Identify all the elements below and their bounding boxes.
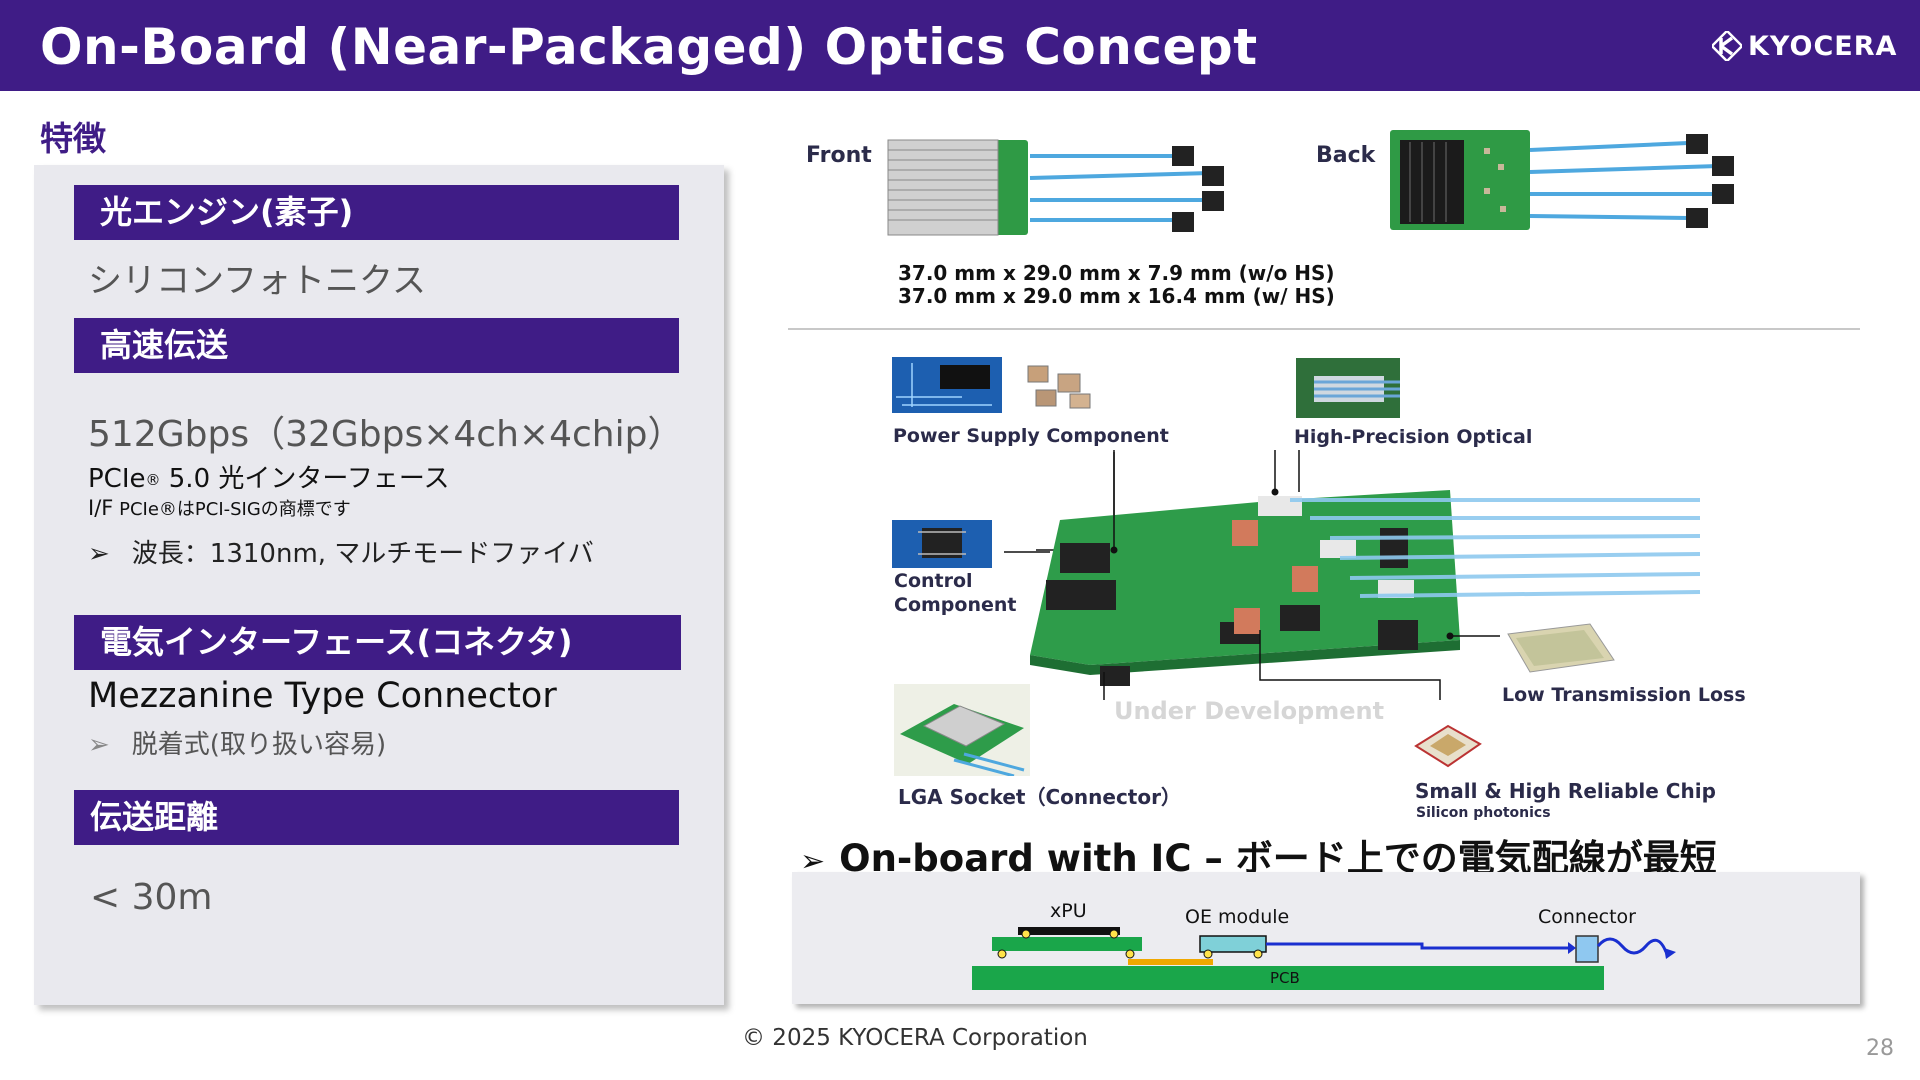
power-leader-line	[1113, 452, 1115, 548]
xpu-label: xPU	[1050, 900, 1087, 922]
power-supply-label: Power Supply Component	[893, 425, 1169, 447]
chip-label: Small & High Reliable Chip	[1415, 779, 1716, 803]
dimension-without-hs: 37.0 mm x 29.0 mm x 7.9 mm (w/o HS)	[898, 261, 1335, 285]
chip-image	[1414, 724, 1482, 768]
low-loss-label: Low Transmission Loss	[1502, 684, 1746, 706]
lga-label: LGA Socket（Connector）	[898, 785, 1181, 809]
page-title: On-Board (Near-Packaged) Optics Concept	[40, 18, 1258, 76]
category-distance: 伝送距離	[74, 790, 679, 845]
pcie-note-line: I/F PCIe®はPCI-SIGの商標です	[88, 495, 351, 521]
wiring-diagram: xPU OE module Connector PCB	[792, 872, 1860, 1004]
oe-module-label: OE module	[1185, 906, 1290, 928]
section-label: 特徴	[40, 119, 106, 158]
category-high-speed: 高速伝送	[74, 318, 679, 373]
bullet-arrow: ➢	[88, 539, 110, 569]
registered-mark: ®	[145, 471, 161, 489]
capacitor-image	[1027, 365, 1091, 409]
lga-socket-image	[894, 684, 1030, 776]
back-label: Back	[1316, 143, 1376, 168]
pcb-label: PCB	[1270, 969, 1300, 987]
board-illustration	[1004, 450, 1701, 700]
module-front-image	[887, 139, 1224, 236]
connector-sub-line: ➢ 脱着式(取り扱い容易)	[88, 724, 386, 761]
wavelength-line: ➢ 波長：1310nm, マルチモードファイバ	[88, 533, 594, 570]
features-panel: 光エンジン(素子) シリコンフォトニクス 高速伝送 512Gbps（32Gbps…	[34, 165, 724, 1005]
company-logo: KYOCERA	[1712, 28, 1897, 64]
pcie-prefix: PCIe	[88, 464, 146, 494]
header-bar: On-Board (Near-Packaged) Optics Concept …	[0, 0, 1920, 91]
control-component-image	[892, 520, 992, 568]
connector-sub: 脱着式(取り扱い容易)	[131, 730, 387, 760]
category-optical-engine: 光エンジン(素子)	[74, 185, 679, 240]
distance-value: < 30m	[90, 877, 213, 918]
divider	[788, 328, 1860, 330]
pcie-note: PCIe®はPCI-SIGの商標です	[119, 499, 351, 520]
logo-text: KYOCERA	[1748, 30, 1898, 62]
optical-image	[1296, 358, 1400, 418]
pcie-line: PCIe® 5.0 光インターフェース	[88, 458, 450, 495]
connector-label: Connector	[1538, 906, 1636, 928]
dimension-with-hs: 37.0 mm x 29.0 mm x 16.4 mm (w/ HS)	[898, 284, 1335, 308]
wavelength: 波長：1310nm, マルチモードファイバ	[131, 539, 594, 569]
copyright: © 2025 KYOCERA Corporation	[742, 1025, 1088, 1051]
kyocera-logo-icon	[1712, 31, 1742, 61]
low-loss-image	[1507, 623, 1615, 673]
speed-value: 512Gbps（32Gbps×4ch×4chip）	[88, 414, 684, 455]
optical-leader-line	[1298, 450, 1300, 492]
bullet-arrow: ➢	[88, 730, 110, 760]
pcie-rest: 5.0 光インターフェース	[160, 464, 450, 494]
category-electrical-interface: 電気インターフェース(コネクタ)	[74, 615, 681, 670]
front-label: Front	[806, 143, 872, 168]
optical-engine-value: シリコンフォトニクス	[88, 261, 426, 301]
control-label-1: Control	[894, 570, 973, 592]
power-supply-image	[892, 357, 1002, 413]
module-back-image	[1390, 130, 1734, 230]
optical-label: High-Precision Optical	[1294, 426, 1533, 448]
wiring-diagram-svg	[972, 927, 1676, 990]
pcie-if: I/F	[88, 496, 114, 520]
connector-value: Mezzanine Type Connector	[88, 676, 557, 716]
under-development-label: Under Development	[1114, 697, 1385, 725]
page-number: 28	[1866, 1036, 1894, 1061]
chip-sub-label: Silicon photonics	[1416, 805, 1551, 821]
control-label-2: Component	[894, 594, 1017, 616]
